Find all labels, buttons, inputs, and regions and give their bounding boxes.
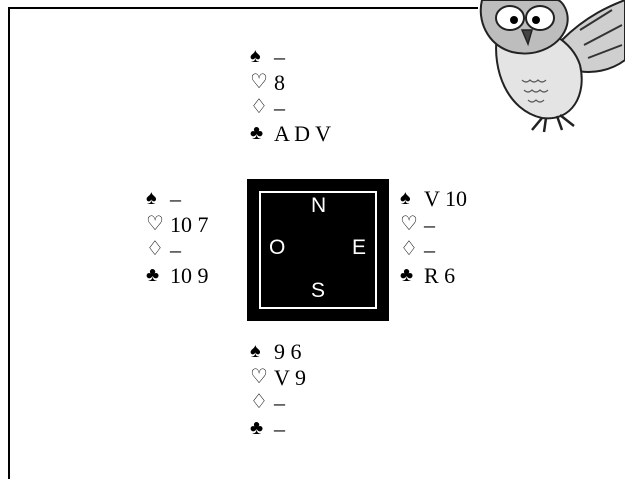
diamond-outline-icon: ♢ bbox=[250, 390, 270, 416]
west-hearts-row: ♡10 7 bbox=[146, 212, 209, 238]
club-icon: ♣ bbox=[250, 121, 270, 147]
frame-top-border bbox=[8, 7, 478, 9]
heart-outline-icon: ♡ bbox=[250, 365, 270, 391]
west-hand: ♠– ♡10 7 ♢– ♣10 9 bbox=[146, 186, 209, 288]
north-diamonds-cards: – bbox=[274, 95, 285, 121]
club-icon: ♣ bbox=[146, 263, 166, 289]
compass-north-label: N bbox=[311, 194, 326, 218]
south-clubs-cards: – bbox=[274, 416, 285, 442]
east-clubs-cards: R 6 bbox=[424, 263, 455, 289]
south-hearts-row: ♡V 9 bbox=[250, 365, 306, 391]
south-hearts-cards: V 9 bbox=[274, 365, 306, 391]
west-clubs-row: ♣10 9 bbox=[146, 263, 209, 289]
diamond-outline-icon: ♢ bbox=[146, 237, 166, 263]
west-spades-row: ♠– bbox=[146, 186, 209, 212]
east-hearts-cards: – bbox=[424, 212, 435, 238]
north-hearts-row: ♡8 bbox=[250, 70, 331, 96]
north-clubs-cards: A D V bbox=[274, 121, 331, 147]
north-spades-cards: – bbox=[274, 44, 285, 70]
club-icon: ♣ bbox=[250, 416, 270, 442]
north-spades-row: ♠– bbox=[250, 44, 331, 70]
east-hand: ♠V 10 ♡– ♢– ♣R 6 bbox=[400, 186, 467, 288]
diamond-outline-icon: ♢ bbox=[250, 95, 270, 121]
owl-icon bbox=[462, 0, 625, 140]
west-diamonds-row: ♢– bbox=[146, 237, 209, 263]
east-hearts-row: ♡– bbox=[400, 212, 467, 238]
spade-icon: ♠ bbox=[146, 186, 166, 212]
west-diamonds-cards: – bbox=[170, 237, 181, 263]
south-spades-cards: 9 6 bbox=[274, 339, 302, 365]
south-hand: ♠9 6 ♡V 9 ♢– ♣– bbox=[250, 339, 306, 441]
heart-outline-icon: ♡ bbox=[250, 70, 270, 96]
compass-table: N O E S bbox=[247, 179, 389, 321]
west-hearts-cards: 10 7 bbox=[170, 212, 209, 238]
frame-left-border bbox=[8, 7, 10, 479]
north-hand: ♠– ♡8 ♢– ♣A D V bbox=[250, 44, 331, 146]
south-diamonds-cards: – bbox=[274, 390, 285, 416]
compass-east-label: E bbox=[352, 236, 366, 260]
spade-icon: ♠ bbox=[400, 186, 420, 212]
east-diamonds-cards: – bbox=[424, 237, 435, 263]
east-diamonds-row: ♢– bbox=[400, 237, 467, 263]
compass-south-label: S bbox=[311, 279, 325, 303]
north-diamonds-row: ♢– bbox=[250, 95, 331, 121]
diamond-outline-icon: ♢ bbox=[400, 237, 420, 263]
east-spades-cards: V 10 bbox=[424, 186, 467, 212]
west-spades-cards: – bbox=[170, 186, 181, 212]
south-clubs-row: ♣– bbox=[250, 416, 306, 442]
spade-icon: ♠ bbox=[250, 44, 270, 70]
north-clubs-row: ♣A D V bbox=[250, 121, 331, 147]
west-clubs-cards: 10 9 bbox=[170, 263, 209, 289]
east-spades-row: ♠V 10 bbox=[400, 186, 467, 212]
spade-icon: ♠ bbox=[250, 339, 270, 365]
heart-outline-icon: ♡ bbox=[400, 212, 420, 238]
club-icon: ♣ bbox=[400, 263, 420, 289]
heart-outline-icon: ♡ bbox=[146, 212, 166, 238]
compass-west-label: O bbox=[269, 236, 285, 260]
south-diamonds-row: ♢– bbox=[250, 390, 306, 416]
east-clubs-row: ♣R 6 bbox=[400, 263, 467, 289]
south-spades-row: ♠9 6 bbox=[250, 339, 306, 365]
north-hearts-cards: 8 bbox=[274, 70, 285, 96]
